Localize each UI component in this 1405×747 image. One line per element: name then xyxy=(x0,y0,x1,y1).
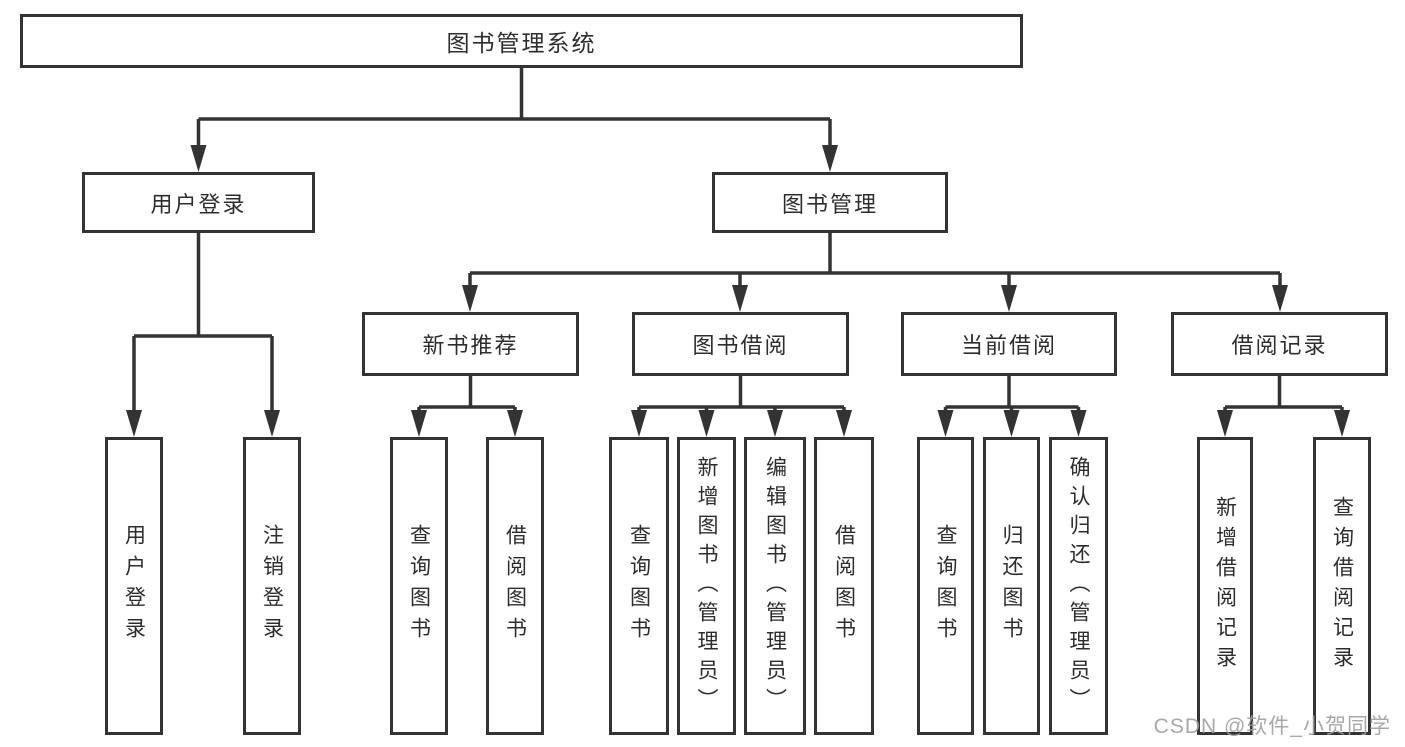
leaf-query-books-current: 查询图书 xyxy=(917,437,974,735)
leaf-query-books-borrowing: 查询图书 xyxy=(609,437,669,735)
leaf-edit-books-admin: 编辑图书（管理员） xyxy=(744,437,806,735)
arrowheads xyxy=(126,145,1350,437)
leaf-user-login: 用户登录 xyxy=(105,437,163,735)
node-user-login: 用户登录 xyxy=(82,172,315,233)
leaf-query-borrow-record: 查询借阅记录 xyxy=(1313,437,1371,735)
leaf-logout-login: 注销登录 xyxy=(243,437,301,735)
csdn-watermark: CSDN @软件_小贺同学 xyxy=(1153,715,1391,738)
node-new-book-recommendation: 新书推荐 xyxy=(362,312,579,376)
leaf-confirm-return-admin: 确认归还（管理员） xyxy=(1049,437,1108,735)
leaf-query-books-recommend: 查询图书 xyxy=(390,437,448,735)
leaf-borrow-books-borrowing: 借阅图书 xyxy=(814,437,874,735)
leaf-borrow-books-recommend: 借阅图书 xyxy=(486,437,544,735)
leaf-add-books-admin: 新增图书（管理员） xyxy=(677,437,736,735)
node-library-system: 图书管理系统 xyxy=(20,14,1023,68)
node-book-borrowing: 图书借阅 xyxy=(632,312,849,376)
leaf-return-books: 归还图书 xyxy=(983,437,1040,735)
node-current-borrowing: 当前借阅 xyxy=(901,312,1117,376)
node-book-management: 图书管理 xyxy=(712,172,948,233)
node-borrowing-records: 借阅记录 xyxy=(1171,312,1388,376)
leaf-add-borrow-record: 新增借阅记录 xyxy=(1197,437,1253,735)
connector-lines xyxy=(132,68,1344,413)
